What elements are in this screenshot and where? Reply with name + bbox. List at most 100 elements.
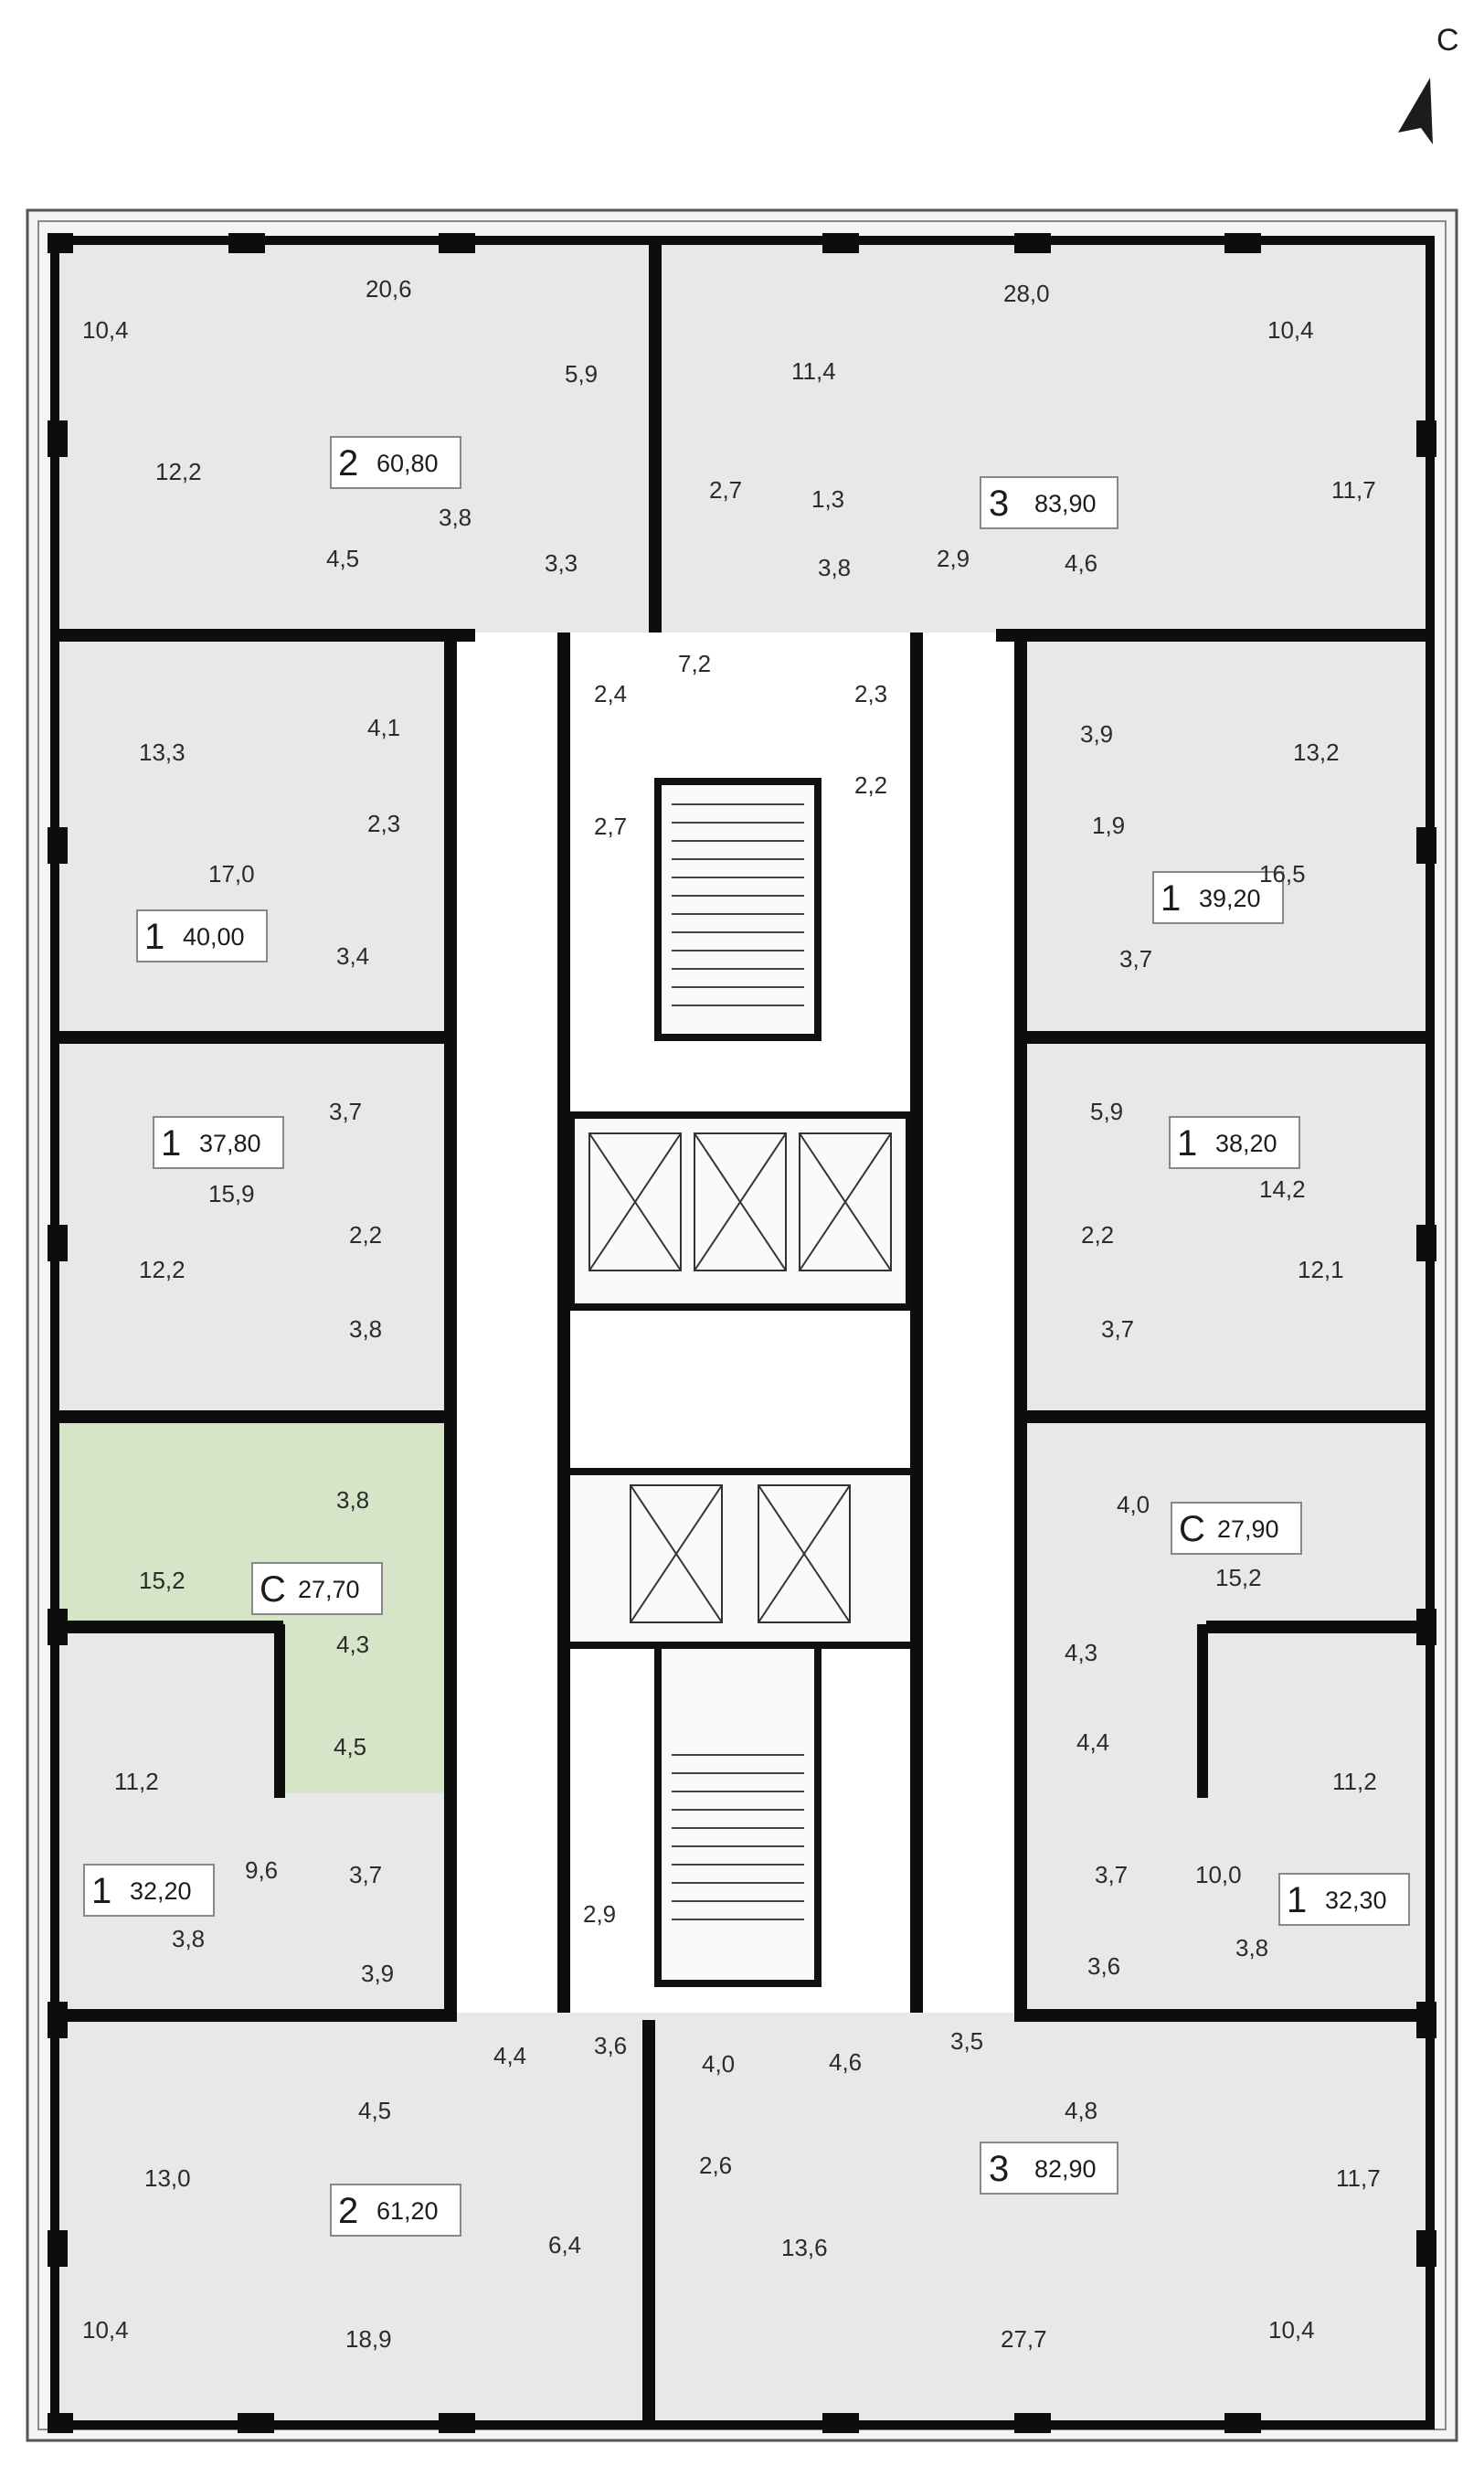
room-area: 4,4	[1076, 1728, 1109, 1756]
room-area: 2,3	[367, 810, 400, 837]
badge-area: 83,90	[1034, 490, 1097, 517]
badge-area: 60,80	[376, 450, 439, 477]
apartment-fill	[55, 1035, 457, 1414]
apartment-fill	[1014, 633, 1430, 1035]
apartment-fill	[653, 239, 1430, 633]
apartment-fill	[1014, 1035, 1430, 1414]
room-area: 4,3	[1065, 1639, 1097, 1666]
north-arrow: С	[1398, 23, 1459, 144]
room-area: 5,9	[565, 360, 598, 388]
room-area: 13,2	[1293, 739, 1340, 766]
room-area: 18,9	[345, 2325, 392, 2353]
apartment-badge: С 27,90	[1171, 1502, 1302, 1555]
stair-treads	[672, 803, 804, 1920]
room-area: 3,7	[1095, 1861, 1128, 1888]
room-area: 3,8	[818, 554, 851, 581]
badge-rooms: С	[1179, 1509, 1205, 1549]
apartment-badge: 1 37,80	[153, 1116, 284, 1169]
room-area: 6,4	[548, 2231, 581, 2259]
room-area: 3,7	[1101, 1315, 1134, 1343]
room-area: 12,2	[155, 458, 202, 485]
room-area: 16,5	[1259, 860, 1306, 888]
room-area: 4,0	[702, 2050, 735, 2078]
room-area: 10,4	[1267, 316, 1314, 344]
facade-columns	[48, 233, 1436, 2433]
badge-area: 39,20	[1199, 885, 1261, 912]
room-area: 13,0	[144, 2164, 191, 2192]
room-area: 17,0	[208, 860, 255, 888]
apartment-fill	[274, 1624, 457, 1793]
room-area: 3,5	[950, 2027, 983, 2055]
room-area: 1,3	[811, 485, 844, 513]
room-area: 9,6	[245, 1856, 278, 1884]
apartment-fill	[1014, 1414, 1430, 1793]
room-area: 5,9	[1090, 1098, 1123, 1125]
apartment-fill	[55, 633, 457, 1035]
room-area: 2,7	[594, 813, 627, 840]
elevator-shaft	[563, 1468, 917, 1649]
badge-rooms: 2	[338, 2191, 358, 2231]
room-area: 11,7	[1336, 2164, 1381, 2192]
apartment-fill	[55, 1624, 274, 1793]
room-area: 12,1	[1298, 1256, 1344, 1283]
room-area: 3,6	[1087, 1952, 1120, 1980]
badge-area: 37,80	[199, 1130, 261, 1157]
room-area: 4,4	[493, 2042, 526, 2069]
room-area: 3,7	[329, 1098, 362, 1125]
room-labels: 10,4 20,6 5,9 12,2 3,8 4,5 3,3 11,4 2,7 …	[82, 275, 1381, 2353]
apartment-fill	[649, 2013, 1430, 2424]
room-area: 3,3	[545, 549, 578, 577]
apartment-badge: 3 82,90	[980, 2142, 1118, 2195]
room-area: 4,5	[334, 1733, 366, 1760]
room-area: 12,2	[139, 1256, 186, 1283]
apartment-badge: 1 32,20	[83, 1864, 215, 1917]
stair-core	[654, 1642, 822, 1987]
room-area: 4,8	[1065, 2097, 1097, 2124]
room-area: 3,6	[594, 2032, 627, 2059]
room-area: 15,2	[139, 1567, 186, 1594]
room-area: 11,7	[1331, 476, 1376, 504]
room-area: 3,9	[1080, 720, 1113, 748]
badge-rooms: 1	[1287, 1880, 1307, 1920]
room-area: 2,7	[709, 476, 742, 504]
room-area: 3,8	[1235, 1934, 1268, 1961]
badge-area: 27,70	[298, 1576, 360, 1603]
room-area: 28,0	[1003, 280, 1050, 307]
room-area: 15,9	[208, 1180, 255, 1207]
room-area: 2,4	[594, 680, 627, 707]
room-area: 4,0	[1117, 1491, 1150, 1518]
room-area: 20,6	[366, 275, 412, 303]
room-area: 27,7	[1001, 2325, 1047, 2353]
room-area: 10,4	[82, 2316, 129, 2344]
room-area: 10,4	[1268, 2316, 1315, 2344]
room-area: 4,6	[829, 2048, 862, 2076]
room-area: 10,4	[82, 316, 129, 344]
room-area: 2,2	[349, 1221, 382, 1249]
badge-rooms: 2	[338, 443, 358, 484]
room-area: 7,2	[678, 650, 711, 677]
badge-area: 82,90	[1034, 2155, 1097, 2183]
room-area: 14,2	[1259, 1175, 1306, 1203]
apartment-badge: 1 40,00	[136, 909, 268, 962]
room-area: 11,2	[1332, 1768, 1377, 1795]
room-area: 2,3	[854, 680, 887, 707]
apartment-badge: 1 39,20	[1152, 871, 1284, 924]
room-area: 2,2	[854, 771, 887, 799]
badge-area: 38,20	[1215, 1130, 1277, 1157]
room-area: 3,7	[1119, 945, 1152, 973]
apartment-badge: С 27,70	[251, 1562, 383, 1615]
room-area: 3,8	[336, 1486, 369, 1514]
apartment-badge: 1 38,20	[1169, 1116, 1300, 1169]
room-area: 15,2	[1215, 1564, 1262, 1591]
room-area: 11,2	[114, 1768, 159, 1795]
badge-area: 32,20	[130, 1877, 192, 1905]
badge-rooms: 1	[1161, 878, 1181, 919]
elevator-cabins	[588, 1132, 892, 1623]
room-area: 4,5	[326, 545, 359, 572]
apartment-badge: 2 61,20	[330, 2184, 461, 2237]
elevator-shaft	[567, 1111, 913, 1311]
room-area: 2,9	[583, 1900, 616, 1928]
room-area: 3,4	[336, 942, 369, 970]
badge-area: 40,00	[183, 923, 245, 951]
badge-area: 32,30	[1325, 1887, 1387, 1914]
